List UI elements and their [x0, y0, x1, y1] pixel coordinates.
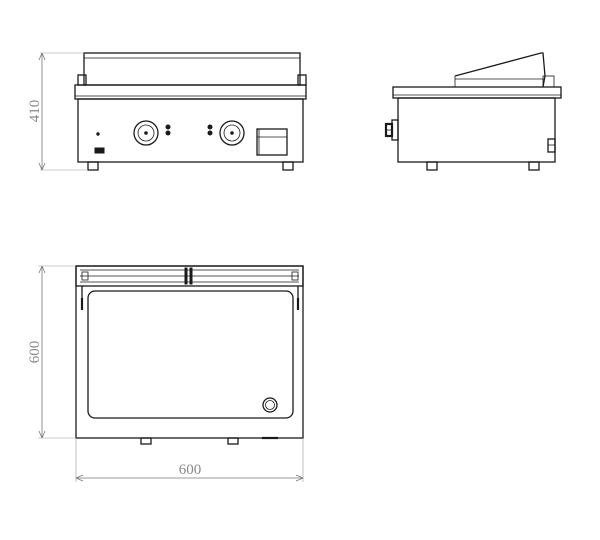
- pilot-light-right-top: [207, 124, 213, 130]
- side-splash-guard: [454, 52, 546, 88]
- dimension-label-depth: 600: [27, 341, 43, 364]
- top-rim: [74, 84, 307, 100]
- side-knob: [547, 138, 556, 153]
- pilot-light-right-bottom: [207, 130, 213, 136]
- side-body: [397, 97, 556, 163]
- dimension-label-height: 410: [27, 100, 43, 123]
- side-foot-right: [528, 161, 540, 171]
- top-knob-stem-left: [140, 437, 152, 445]
- splash-guard-right: [297, 74, 307, 86]
- front-body: [77, 98, 304, 163]
- dimension-width: 600: [75, 438, 304, 482]
- back-splash-strip: [75, 265, 304, 287]
- side-view: [384, 52, 562, 171]
- control-knob-right: [219, 120, 245, 146]
- splash-guard-left: [77, 74, 87, 86]
- dimension-label-width: 600: [179, 462, 202, 478]
- pilot-light-left-top: [165, 124, 171, 130]
- side-top-rim: [392, 86, 562, 99]
- front-view: [74, 52, 307, 171]
- top-view: [75, 265, 304, 445]
- grease-drawer: [256, 128, 288, 156]
- indicator-light: [96, 132, 100, 136]
- side-foot-left: [426, 161, 438, 171]
- foot-left: [87, 161, 99, 171]
- drain-hole: [262, 397, 278, 413]
- dimension-depth: 600: [27, 265, 76, 439]
- top-knob-stem-right: [227, 437, 239, 445]
- cooking-surface: [87, 290, 294, 419]
- logo-badge: [94, 147, 105, 154]
- control-knob-left: [133, 120, 159, 146]
- gas-connector: [384, 119, 399, 141]
- dimension-height: 410: [27, 52, 88, 171]
- pilot-light-left-bottom: [165, 130, 171, 136]
- foot-right: [282, 161, 294, 171]
